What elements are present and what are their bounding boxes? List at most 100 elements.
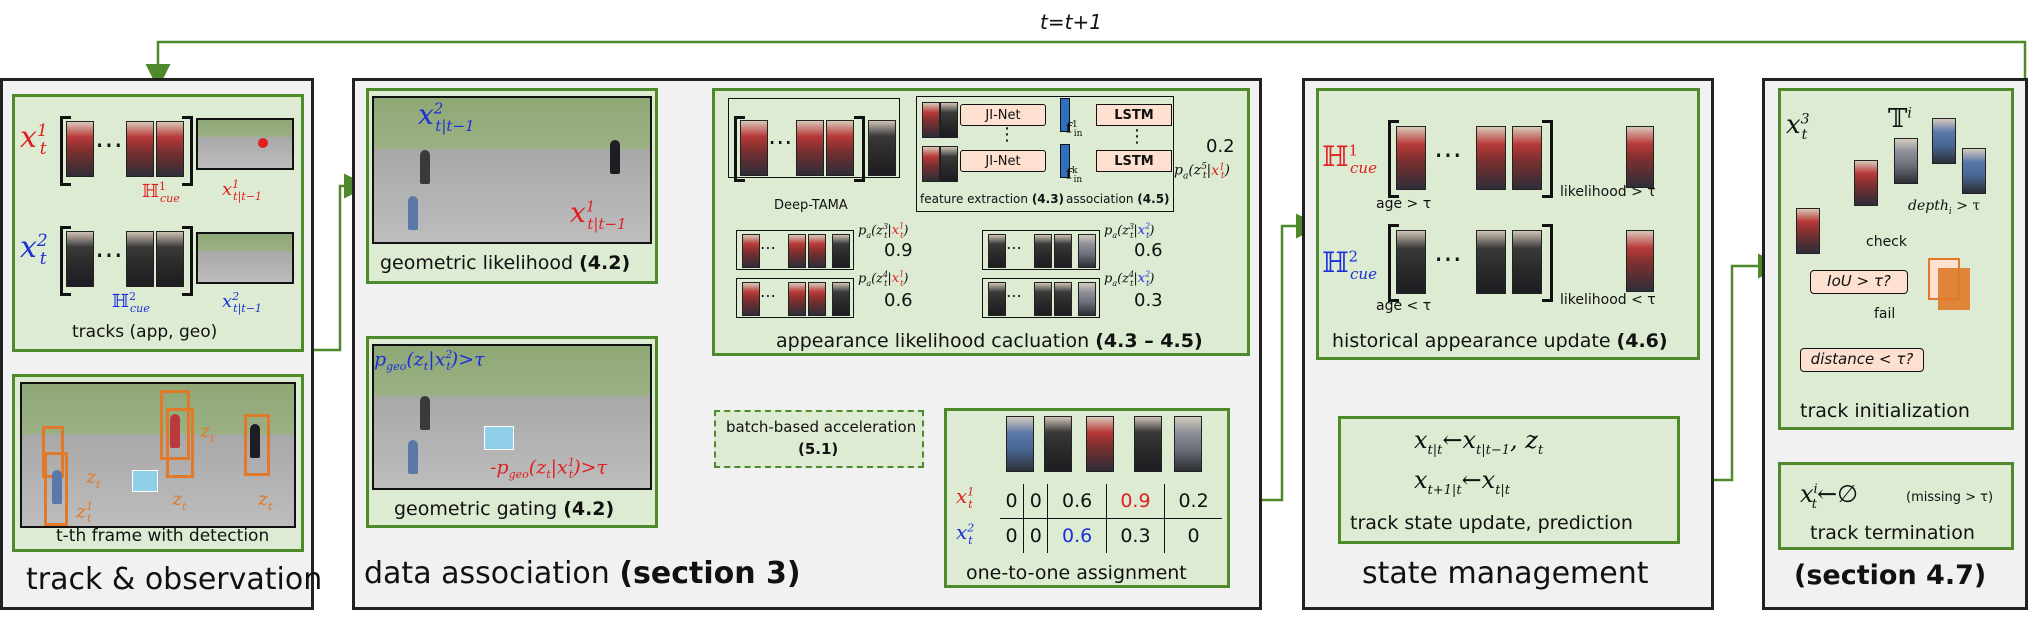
assignment-caption: one-to-one assignment [966, 562, 1187, 584]
z-label: zt [258, 488, 273, 513]
sign-board [132, 470, 158, 492]
iou-check: IoU > τ? [1810, 270, 1908, 294]
assign-row1-label: x1t [956, 484, 975, 511]
sign-board [484, 426, 514, 450]
dots: ⋯ [95, 238, 123, 271]
dots: ⋯ [760, 238, 776, 257]
track-1-thumb [66, 121, 94, 177]
track-2-label: x2t [20, 230, 48, 269]
lstm-block: LSTM [1096, 104, 1172, 126]
jinet-input-thumb [940, 146, 958, 182]
assign-cell: 0.6 [1047, 518, 1107, 553]
geo-gating-image [372, 344, 652, 490]
history-thumb [1512, 230, 1542, 294]
bracket [734, 116, 745, 182]
track-2-bracket-left [60, 226, 71, 296]
track-1-bracket-left [60, 116, 71, 186]
init-thumb [1854, 160, 1878, 206]
detection-box [160, 390, 190, 460]
pedestrian [170, 414, 180, 448]
feature-extraction-box [916, 96, 1174, 212]
dots: ⋯ [1434, 138, 1462, 171]
assign-cell: 0.2 [1164, 484, 1222, 519]
lstm-block: LSTM [1096, 150, 1172, 172]
geo-gating-caption: geometric gating (4.2) [394, 498, 615, 520]
history-thumb [1396, 126, 1426, 190]
frame-caption: t-th frame with detection [56, 526, 270, 546]
dots: ⋯ [768, 128, 792, 156]
track-state-caption: track state update, prediction [1350, 512, 1633, 534]
track-state-panel [1338, 416, 1680, 544]
app-val: 0.9 [884, 240, 913, 261]
appearance-output: 0.2 [1206, 136, 1235, 157]
assignment-col-thumb [1006, 416, 1034, 472]
association-label: association (4.5) [1066, 192, 1170, 206]
init-thumb [1894, 138, 1918, 184]
distance-check: distance < τ? [1800, 348, 1924, 372]
z-label: zt [172, 488, 187, 513]
pedestrian [420, 150, 430, 184]
appearance-thumb [796, 120, 824, 176]
tracks-caption: tracks (app, geo) [72, 322, 218, 342]
init-thumb [1962, 148, 1986, 194]
geo-blue-pred-label: x2t|t−1 [418, 98, 475, 135]
history-thumb [1512, 126, 1542, 190]
track-1-bracket-right [182, 116, 193, 186]
dots: ⋯ [1006, 286, 1022, 305]
batch-line2: (5.1) [798, 440, 839, 458]
app-pair-thumb [742, 282, 760, 316]
app-pair-thumb [808, 282, 826, 316]
detection-box [244, 414, 270, 476]
track-2-thumb [66, 231, 94, 287]
app-val: 0.6 [884, 290, 913, 311]
app-pair-thumb [1054, 282, 1072, 316]
pedestrian [408, 440, 418, 474]
pa-label: pa(z5t|x1t) [1174, 162, 1230, 182]
gating-red-expr: -pgeo(zt|x1t)>τ [490, 456, 608, 482]
pa-label: pa(z4t|x2t) [1104, 270, 1155, 288]
init-tracklet-label: 𝕋i [1888, 104, 1912, 134]
geo-likelihood-image [372, 96, 652, 244]
dots: ⋯ [95, 128, 123, 161]
dots: ⋮ [998, 124, 1016, 145]
assign-cell: 0.3 [1105, 518, 1165, 553]
feature-vector [1060, 144, 1070, 178]
init-thumb [1796, 208, 1820, 254]
history-thumb [1476, 230, 1506, 294]
pa-label: pa(z3t|x2t) [1104, 222, 1155, 240]
assignment-col-thumb [1086, 416, 1114, 472]
track-1-label: x1t [20, 120, 48, 159]
assignment-col-thumb [1134, 416, 1162, 472]
bracket [1388, 120, 1399, 198]
z-label: zt [200, 420, 215, 445]
feature-extraction-label: feature extraction (4.3) [920, 192, 1065, 206]
pred-2-label: x2t|t−1 [222, 290, 262, 315]
bracket [1388, 224, 1399, 302]
batch-line1: batch-based acceleration [726, 418, 917, 436]
init-x3-label: x3t [1786, 110, 1810, 144]
app-pair-box [736, 278, 854, 318]
app-pair-thumb [1034, 282, 1052, 316]
track-2-geo-thumb [196, 232, 294, 284]
term-expr: xit←∅ [1800, 480, 1858, 512]
bracket [1542, 120, 1553, 198]
section-track-title: track & observation [26, 562, 323, 597]
assign-cell: 0 [1005, 525, 1018, 547]
batch-acceleration-box [714, 410, 924, 468]
track-1-geo-dot [258, 138, 268, 148]
hcue-1-label: ℍ1cue [142, 180, 180, 205]
app-pair-thumb [988, 234, 1006, 268]
app-pair-thumb [832, 282, 850, 316]
check-label: check [1866, 234, 1907, 250]
appearance-caption: appearance likelihood cacluation (4.3 – … [776, 330, 1203, 352]
assignment-col-thumb [1044, 416, 1072, 472]
z-label: z1t [76, 500, 94, 526]
state-eq-1: xt|t←xt|t−1, zt [1414, 426, 1544, 458]
track-term-caption: track termination [1810, 522, 1975, 544]
deep-tama-box [728, 98, 900, 178]
track-2-bracket-right [182, 226, 193, 296]
z-label: zt [86, 466, 101, 491]
history-new-thumb [1626, 126, 1654, 188]
fail-label: fail [1874, 306, 1896, 322]
state-eq-2: xt+1|t←xt|t [1414, 466, 1511, 498]
